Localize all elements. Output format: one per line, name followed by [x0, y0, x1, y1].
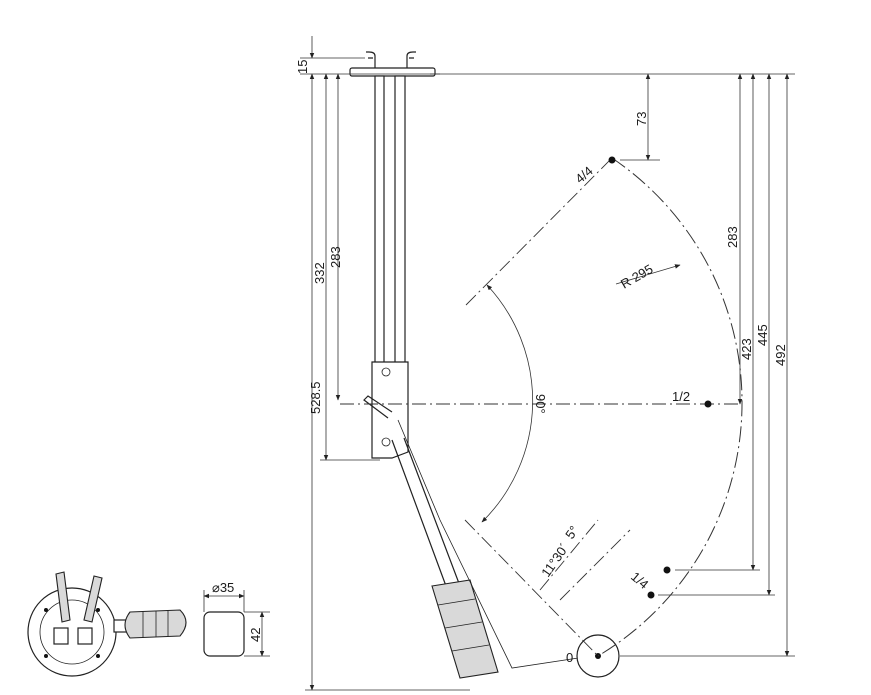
level-label-quarter: 1/4	[628, 569, 651, 592]
angle-5-label: 5°	[562, 523, 581, 542]
dim-445: 445	[755, 324, 770, 346]
angle-11-label: 11°30´	[538, 540, 572, 579]
angle-90-label: 90°	[533, 394, 548, 414]
dim-15: 15	[295, 60, 310, 74]
dim-73: 73	[634, 112, 649, 126]
inset-float-end	[203, 611, 245, 657]
pivot-pin-lower	[381, 437, 391, 447]
dim-283-right: 283	[725, 226, 740, 248]
ninety-deg-arc	[481, 284, 534, 523]
full-position-line	[465, 157, 613, 306]
swing-arc	[597, 157, 743, 657]
level-point-half	[704, 400, 712, 408]
float-body	[431, 579, 499, 679]
inset-flange-outer	[27, 587, 117, 677]
dim-492: 492	[773, 344, 788, 366]
sender-unit	[349, 51, 599, 679]
eleven-deg-line	[539, 519, 599, 591]
tube-left	[374, 75, 385, 367]
wire-arm	[397, 419, 599, 669]
level-point-quarter-b	[647, 591, 655, 599]
five-deg-line	[559, 529, 631, 601]
level-label-half: 1/2	[672, 389, 690, 404]
dim-332: 332	[312, 262, 327, 284]
dim-423: 423	[739, 338, 754, 360]
lever-short	[363, 395, 393, 419]
construction-lines	[340, 157, 743, 657]
labels: 15 332 283 528.5 73 283 423 445 492 R 29…	[295, 60, 788, 665]
pivot-pin	[381, 367, 391, 377]
low-position-line	[464, 519, 599, 657]
dimensions-right	[430, 73, 795, 657]
inset-outlet-pipes	[55, 571, 103, 623]
dimensions-left	[300, 36, 470, 691]
radius-label: R 295	[618, 261, 656, 291]
level-label-empty: 0	[566, 650, 573, 665]
inset-diameter-label: ⌀35	[212, 580, 234, 595]
level-label-full: 4/4	[572, 163, 595, 186]
level-point-quarter	[663, 566, 671, 574]
inset-float	[124, 609, 187, 639]
inset-flange-inner	[39, 599, 105, 665]
float-ribs	[437, 598, 490, 652]
dim-528: 528.5	[308, 381, 323, 414]
float-arm	[391, 437, 461, 587]
inset-height-label: 42	[248, 628, 263, 642]
inset-terminal-right	[77, 627, 93, 645]
outlet-pipes	[366, 51, 416, 68]
inset-terminal-left	[53, 627, 69, 645]
mounting-flange	[349, 67, 436, 77]
inset-view: ⌀35 42	[27, 571, 270, 677]
dim-283-left: 283	[328, 246, 343, 268]
tube-right	[394, 75, 406, 367]
level-point-full	[608, 156, 616, 164]
